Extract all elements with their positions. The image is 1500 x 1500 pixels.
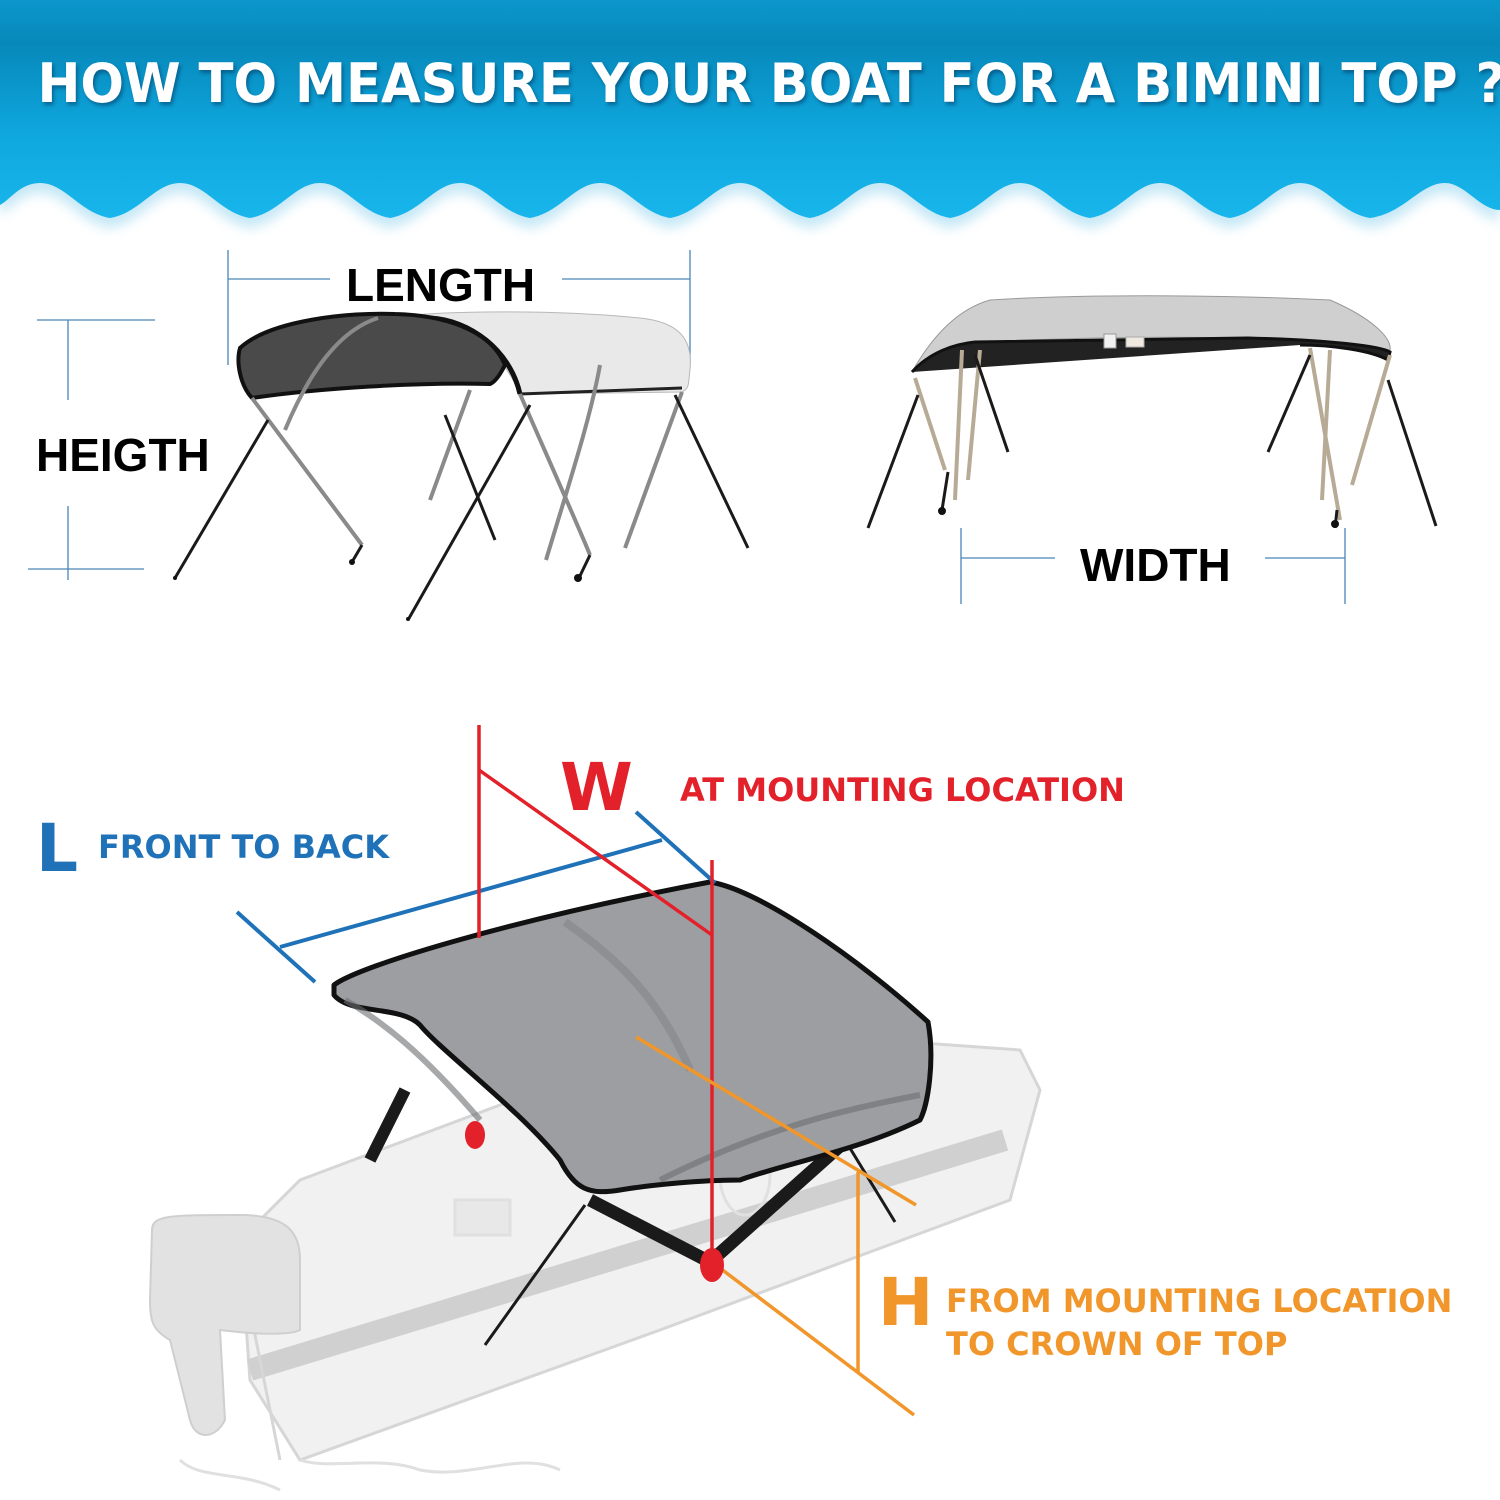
height-description-line2: TO CROWN OF TOP bbox=[946, 1325, 1288, 1363]
height-letter: H bbox=[878, 1264, 934, 1341]
width-label: WIDTH bbox=[1080, 539, 1231, 591]
rear-mount-point bbox=[465, 1121, 485, 1149]
right-frame bbox=[1308, 347, 1392, 521]
page-title: HOW TO MEASURE YOUR BOAT FOR A BIMINI TO… bbox=[37, 52, 1500, 115]
height-guide bbox=[28, 319, 155, 580]
height-label: HEIGTH bbox=[36, 429, 210, 481]
length-measure-line bbox=[235, 810, 717, 984]
length-letter: L bbox=[36, 810, 79, 887]
header-banner: HOW TO MEASURE YOUR BOAT FOR A BIMINI TO… bbox=[0, 0, 1500, 240]
frame-feet bbox=[938, 507, 1339, 528]
width-letter: W bbox=[560, 749, 633, 826]
length-description: FRONT TO BACK bbox=[98, 828, 390, 866]
outboard-motor bbox=[148, 1213, 301, 1436]
frame-bows bbox=[250, 316, 684, 561]
front-mount-point bbox=[700, 1248, 724, 1282]
width-measure-line bbox=[477, 725, 714, 1262]
width-description: AT MOUNTING LOCATION bbox=[680, 771, 1125, 809]
wave-background bbox=[0, 0, 1500, 228]
width-guide bbox=[960, 528, 1346, 604]
left-struts bbox=[866, 354, 1010, 529]
length-label: LENGTH bbox=[346, 259, 536, 311]
height-description-line1: FROM MOUNTING LOCATION bbox=[946, 1282, 1453, 1320]
strut-feet bbox=[173, 559, 582, 621]
bimini-canopy bbox=[331, 879, 934, 1195]
left-frame bbox=[913, 349, 982, 501]
height-measure-line bbox=[635, 1035, 917, 1417]
support-struts bbox=[173, 394, 750, 621]
length-guide bbox=[227, 250, 691, 365]
